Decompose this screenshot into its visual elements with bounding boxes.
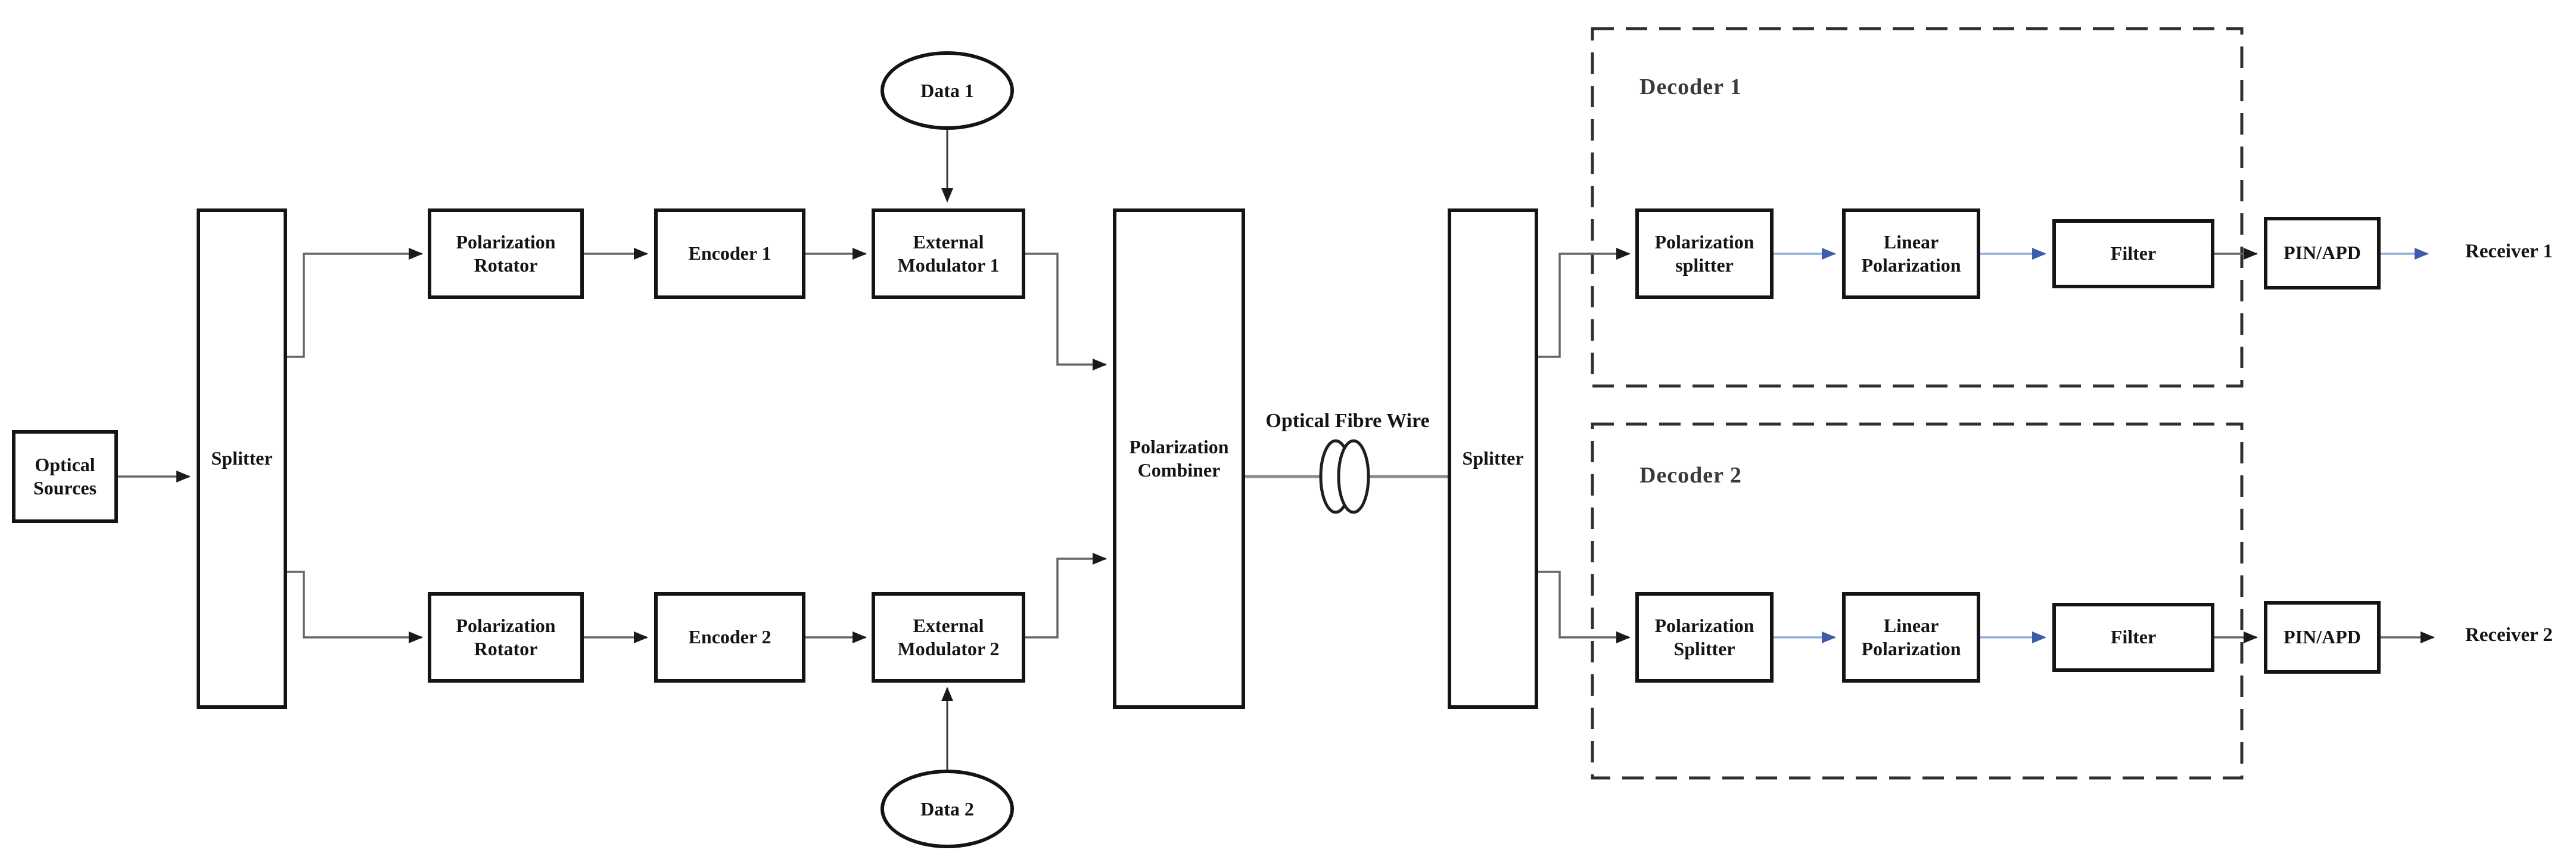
optical-fibre-wire-label: Optical Fibre Wire	[1265, 410, 1430, 432]
filter-2-box: Filter	[2052, 603, 2214, 672]
linear-polarization-2-box: Linear Polarization	[1842, 592, 1980, 683]
external-modulator-1-box: External Modulator 1	[872, 208, 1025, 299]
polarization-splitter-1-box: Polarization splitter	[1635, 208, 1774, 299]
pin-apd-1-box: PIN/APD	[2264, 217, 2381, 289]
external-modulator-2-box: External Modulator 2	[872, 592, 1025, 683]
data-2-input: Data 2	[881, 770, 1014, 848]
data-1-input: Data 1	[881, 51, 1014, 130]
wire-modulator2-to-combiner	[1025, 553, 1107, 639]
decoder-1-dashed-frame	[1591, 27, 2244, 388]
receiver-2-label: Receiver 2	[2465, 624, 2553, 646]
encoder-2-box: Encoder 2	[654, 592, 805, 683]
decoder-2-title: Decoder 2	[1639, 463, 1742, 488]
polarization-splitter-2-box: Polarization Splitter	[1635, 592, 1774, 683]
polarization-rotator-1-box: Polarization Rotator	[428, 208, 584, 299]
pin-apd-2-box: PIN/APD	[2264, 601, 2381, 674]
wire-modulator1-to-combiner	[1025, 253, 1107, 371]
polarization-combiner-box: Polarization Combiner	[1113, 208, 1245, 709]
wire-splitter1-to-rotator2	[286, 571, 423, 643]
splitter-left-box: Splitter	[197, 208, 287, 709]
polarization-rotator-2-box: Polarization Rotator	[428, 592, 584, 683]
filter-1-box: Filter	[2052, 219, 2214, 288]
wire-splitter2-to-polsplitter1	[1538, 248, 1631, 358]
splitter-right-box: Splitter	[1448, 208, 1538, 709]
wire-splitter2-to-polsplitter2	[1538, 571, 1631, 643]
linear-polarization-1-box: Linear Polarization	[1842, 208, 1980, 299]
fibre-coil-icon	[1319, 439, 1370, 514]
encoder-1-box: Encoder 1	[654, 208, 805, 299]
wire-splitter1-to-rotator1	[286, 248, 423, 358]
receiver-1-label: Receiver 1	[2465, 241, 2553, 262]
optical-sources-box: Optical Sources	[12, 430, 118, 523]
decoder-1-title: Decoder 1	[1639, 74, 1742, 99]
